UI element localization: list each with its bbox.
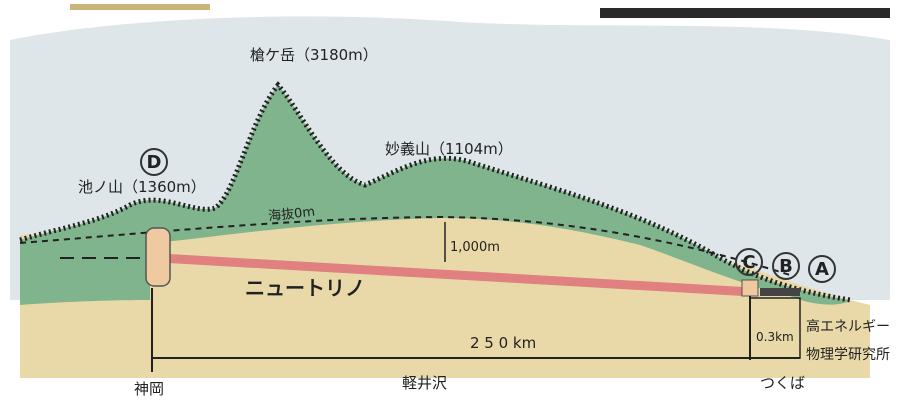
place-right-label: つくば — [760, 374, 806, 392]
accelerator-facility — [760, 288, 800, 296]
marker-b: B — [772, 252, 800, 280]
depth-right-box — [749, 297, 801, 359]
marker-d: D — [140, 148, 168, 176]
mountains — [20, 85, 850, 305]
place-left-label: 神岡 — [134, 380, 165, 398]
neutrino-label: ニュートリノ — [245, 276, 365, 300]
detector-kamioka — [145, 227, 171, 287]
sea-level-line — [19, 215, 791, 276]
top-left-strip — [70, 4, 210, 10]
peak-left-label: 池ノ山（1360m） — [78, 178, 206, 196]
peak-main-label: 槍ケ岳（3180m） — [250, 46, 378, 64]
place-mid-label: 軽井沢 — [402, 374, 448, 392]
neutrino-beam — [159, 253, 753, 297]
mountain-left-foot — [20, 238, 150, 305]
depth-right-label: 0.3km — [756, 330, 794, 344]
peak-right-label: 妙義山（1104m） — [385, 140, 513, 158]
distance-label: 2 5 0 km — [470, 334, 537, 352]
top-strip — [600, 8, 890, 18]
kek-label-line1: 高エネルギー — [806, 319, 890, 335]
depth-label: 1,000m — [450, 240, 500, 255]
kek-label-line2: 物理学研究所 — [806, 347, 890, 363]
accelerator-tsukuba — [741, 279, 759, 297]
earth-layer — [20, 214, 870, 378]
marker-c: C — [735, 248, 763, 276]
ridge-hatching — [19, 81, 851, 303]
marker-a: A — [808, 255, 836, 283]
